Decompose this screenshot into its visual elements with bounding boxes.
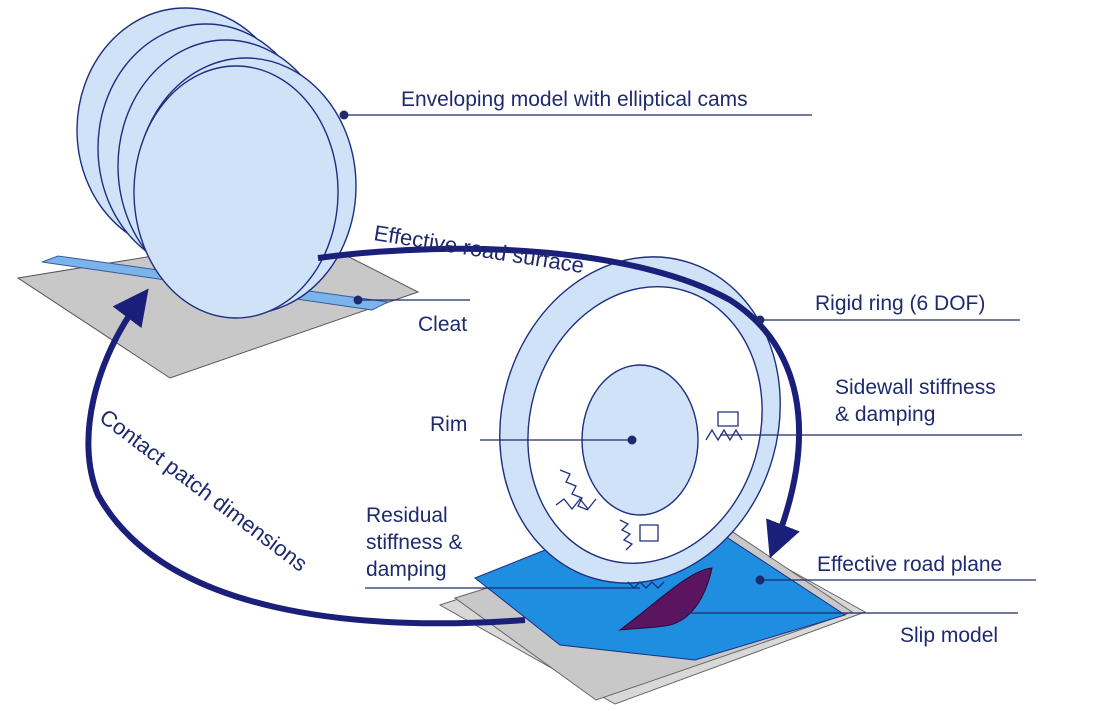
road-plane-group	[438, 499, 867, 705]
label-contact-patch-dimensions: Contact patch dimensions	[95, 404, 312, 576]
road-surface-arrow	[317, 245, 802, 559]
label-residual-line2: stiffness &	[366, 531, 463, 554]
label-rim: Rim	[430, 413, 467, 436]
label-sidewall-line1: Sidewall stiffness	[835, 376, 996, 399]
enveloping-model-group	[16, 7, 420, 379]
cam-disc-front	[133, 65, 339, 319]
label-rigid-ring: Rigid ring (6 DOF)	[815, 292, 985, 315]
label-residual-line3: damping	[366, 558, 447, 581]
rigid-ring-group	[499, 256, 781, 589]
label-effective-road-plane: Effective road plane	[817, 553, 1002, 576]
leader-dots	[339, 110, 765, 585]
label-sidewall-line2: & damping	[835, 403, 935, 426]
label-cleat: Cleat	[418, 313, 467, 336]
slip-model-shape	[618, 567, 713, 631]
flow-arrows	[85, 245, 802, 627]
label-slip-model: Slip model	[900, 624, 998, 647]
label-effective-road-surface: Effective road surface	[372, 220, 586, 278]
label-enveloping-model: Enveloping model with elliptical cams	[401, 88, 748, 111]
leader-lines	[344, 114, 1036, 614]
label-residual-line1: Residual	[366, 504, 448, 527]
contact-patch-arrow	[85, 288, 526, 627]
